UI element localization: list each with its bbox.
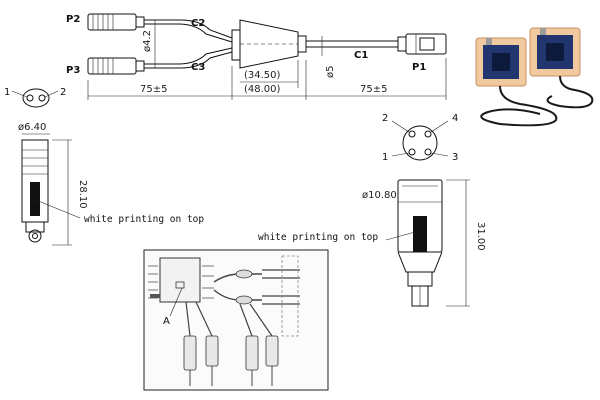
plug-label-p3: P3	[66, 65, 80, 76]
dim-length-left: 75±5	[140, 84, 167, 95]
plug-p3	[87, 57, 145, 75]
wire-label-c2: C2	[191, 18, 205, 29]
dim-main-diameter: ø5	[325, 66, 336, 78]
right-printing-mark	[413, 216, 427, 252]
dim-length-mid-outer: (48.00)	[244, 84, 281, 95]
inset-label-a: A	[163, 316, 170, 327]
right-pin-label-3: 3	[452, 152, 458, 163]
plug-label-p2: P2	[66, 14, 80, 25]
dim-length-mid-inner: (34.50)	[244, 70, 281, 81]
right-length-label: 31.00	[475, 222, 486, 251]
wire-label-c3: C3	[191, 62, 205, 73]
left-printing-note: white printing on top	[84, 214, 204, 225]
right-pin-label-2: 2	[382, 113, 388, 124]
right-pin-label-1: 1	[382, 152, 388, 163]
left-diameter-label: ø6.40	[18, 122, 46, 133]
cable-assembly: P2 P3 C2 C3 ø4.2 C	[66, 13, 447, 100]
left-connector: 1 2 ø6.40 28.10 white printing on top	[4, 87, 204, 246]
left-printing-mark	[30, 182, 40, 216]
splitter-body	[231, 19, 307, 69]
wire-label-c1: C1	[354, 50, 368, 61]
left-pin-label-1: 1	[4, 87, 10, 98]
right-pin-label-4: 4	[452, 113, 458, 124]
plug-p1	[397, 33, 447, 55]
product-photo	[475, 27, 594, 127]
right-connector: 2 4 1 3 ø10.80 31.00 white printing on t…	[258, 113, 486, 307]
dim-branch-diameter: ø4.2	[142, 30, 153, 52]
plug-label-p1: P1	[412, 62, 426, 73]
right-printing-note: white printing on top	[258, 232, 378, 243]
plug-p2	[87, 13, 145, 31]
right-diameter-label: ø10.80	[362, 190, 397, 201]
left-pin-label-2: 2	[60, 87, 66, 98]
left-length-label: 28.10	[77, 180, 88, 209]
dim-length-right: 75±5	[360, 84, 387, 95]
inset-photo: A	[143, 249, 329, 391]
